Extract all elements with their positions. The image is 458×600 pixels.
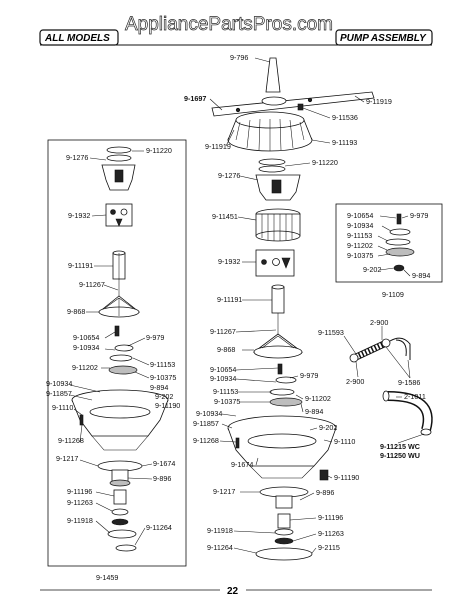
part-label: 9-979	[300, 371, 318, 380]
part-label: 9-10375	[150, 373, 176, 382]
assembly-caption: 9-1109	[382, 290, 404, 299]
part-label: 9-11202	[305, 394, 331, 403]
part-label: 9-11202	[347, 241, 373, 250]
part-label: 9-1932	[68, 211, 90, 220]
part-label: 9-11918	[67, 516, 93, 525]
left-assembly-box	[47, 139, 187, 567]
part-label: 9-11268	[193, 436, 219, 445]
part-label: 9-1110	[334, 437, 355, 446]
footer: 22	[40, 586, 432, 597]
part-label: 9-1276	[218, 171, 240, 180]
part-label: 9-11202	[72, 363, 98, 372]
part-label: 9-11918	[207, 526, 233, 535]
part-label: 9-2115	[318, 543, 340, 552]
part-label: 9-11267	[210, 327, 236, 336]
header-left-title: ALL MODELS	[44, 33, 110, 44]
part-label: 9-894	[412, 271, 430, 280]
part-label: 9-11153	[213, 387, 238, 396]
part-label: 9-1932	[218, 257, 240, 266]
part-label: 9-202	[319, 423, 337, 432]
part-label: 9-11267	[79, 280, 105, 289]
page-number: 22	[227, 586, 239, 597]
part-label: 9-11857	[193, 419, 219, 428]
part-label: 9-796	[230, 53, 248, 62]
part-label: 9-11451	[212, 212, 238, 221]
center-leader-lines	[209, 57, 365, 554]
center-labels: 9-796 9-1697 9-11919 9-11536 9-11919 9-1…	[184, 53, 392, 552]
part-label: 9-11153	[347, 231, 372, 240]
part-label: 9-202	[155, 392, 173, 401]
left-assembly-parts	[71, 146, 169, 552]
part-label: 2-1011	[404, 392, 426, 401]
part-label: 9-979	[410, 211, 428, 220]
part-label: 9-11263	[318, 529, 344, 538]
part-label: 9-11190	[334, 473, 359, 482]
assembly-caption: 9-1459	[96, 573, 118, 582]
part-label: 9-11919	[205, 142, 231, 151]
hose-leader-lines	[343, 326, 425, 444]
part-label: 2-900	[346, 377, 364, 386]
part-label: 9-10934	[196, 409, 222, 418]
part-label: 9-11536	[332, 113, 358, 122]
right-leader-lines	[377, 215, 411, 277]
right-assembly-labels: 9-10654 9-979 9-10934 9-11153 9-11202 9-…	[347, 211, 430, 299]
part-label: 9-11263	[67, 498, 93, 507]
part-label: 9-1674	[153, 459, 175, 468]
left-leader-lines	[69, 150, 153, 546]
part-label: 9-11264	[207, 543, 233, 552]
hose-caption-wu: 9-11250 WU	[380, 451, 420, 460]
part-label: 9-894	[305, 407, 323, 416]
part-label: 9-11196	[318, 513, 343, 522]
part-label: 9-11220	[146, 146, 172, 155]
part-label: 9-11919	[366, 97, 392, 106]
part-label: 9-1110	[52, 403, 73, 412]
part-label: 9-896	[153, 474, 171, 483]
part-label: 2-900	[370, 318, 388, 327]
part-label: 9-10934	[46, 379, 72, 388]
center-assembly-parts	[211, 57, 375, 561]
hose-caption-wc: 9-11215 WC	[380, 442, 420, 451]
part-label: 9-11191	[68, 261, 93, 270]
part-label: 9-1276	[66, 153, 88, 162]
left-assembly-labels: 9-1276 9-11220 9-1932 9-11191 9-11267 9-…	[46, 146, 180, 582]
part-label: 9-11268	[58, 436, 84, 445]
part-label: 9-1674	[231, 460, 253, 469]
right-assembly-box	[335, 203, 443, 283]
part-label: 9-10934	[73, 343, 99, 352]
part-label: 9-10654	[347, 211, 373, 220]
part-label: 9-868	[217, 345, 235, 354]
part-label: 9-1697	[184, 94, 206, 103]
part-label: 9-10654	[210, 365, 236, 374]
part-label: 9-979	[146, 333, 164, 342]
part-label: 9-11196	[67, 487, 92, 496]
header: ALL MODELS PUMP ASSEMBLY	[39, 29, 433, 46]
part-label: 9-11191	[217, 295, 242, 304]
part-label: 9-11857	[46, 389, 72, 398]
part-label: 9-10375	[214, 397, 240, 406]
part-label: 9-10654	[73, 333, 99, 342]
part-label: 9-1217	[56, 454, 78, 463]
part-label: 9-11190	[155, 401, 180, 410]
part-label: 9-11593	[318, 328, 344, 337]
part-label: 9-1217	[213, 487, 235, 496]
part-label: 9-10375	[347, 251, 373, 260]
part-label: 9-202	[363, 265, 381, 274]
part-label: 9-1586	[398, 378, 420, 387]
part-label: 9-11153	[150, 360, 175, 369]
watermark-text: AppliancePartsPros.com	[125, 14, 333, 35]
part-label: 9-10934	[347, 221, 373, 230]
part-label: 9-896	[316, 488, 334, 497]
part-label: 9-11264	[146, 523, 172, 532]
hose-group	[349, 337, 433, 436]
header-right-title: PUMP ASSEMBLY	[340, 33, 427, 44]
part-label: 9-894	[150, 383, 168, 392]
part-label: 9-11220	[312, 158, 338, 167]
hose-labels: 9-11593 2-900 2-900 9-1586 2-1011 9-1121…	[318, 318, 426, 460]
part-label: 9-10934	[210, 374, 236, 383]
part-label: 9-868	[67, 307, 85, 316]
part-label: 9-11193	[332, 138, 357, 147]
